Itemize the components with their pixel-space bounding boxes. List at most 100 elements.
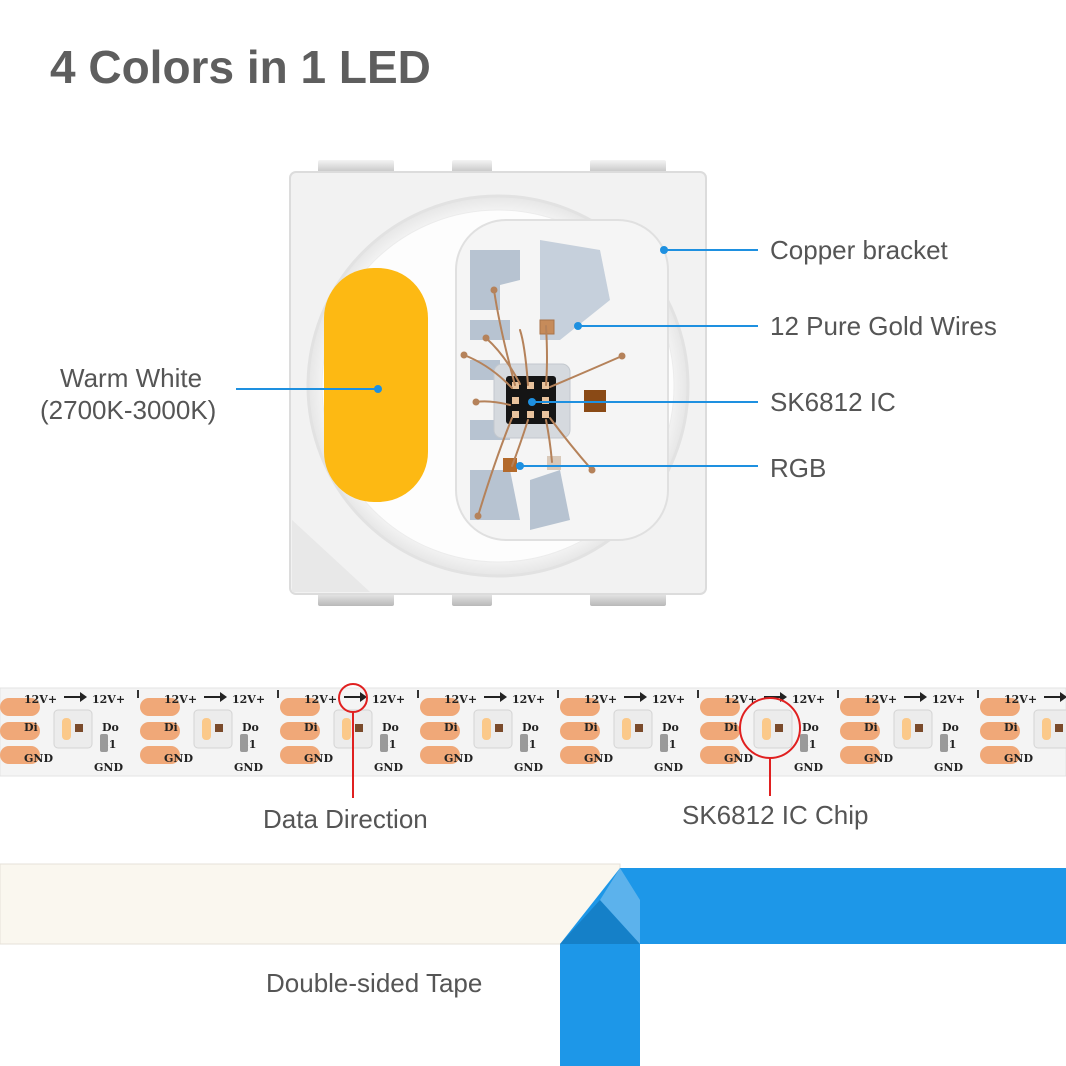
strip-led-warm [62, 718, 71, 740]
callout-dot-ic [528, 398, 536, 406]
copper-pad [420, 746, 460, 764]
strip-led-warm [202, 718, 211, 740]
pad-label-gnd: GND [654, 761, 683, 774]
copper-pad [140, 698, 180, 716]
pad-label-do: Do [102, 721, 119, 734]
tape-blue-film [560, 868, 1066, 1066]
copper-pad [980, 722, 1020, 740]
strip-led-ic [1055, 724, 1063, 732]
copper-pad [840, 722, 880, 740]
copper-pad [700, 722, 740, 740]
callout-dot-rgb [516, 462, 524, 470]
tape-liner [0, 863, 621, 945]
pad-label-gnd: GND [374, 761, 403, 774]
pad-label-do: Do [662, 721, 679, 734]
strip-led [473, 709, 513, 749]
copper-pad [420, 698, 460, 716]
copper-pad [700, 746, 740, 764]
pad-label-12v: 12V+ [724, 693, 757, 706]
strip-led [193, 709, 233, 749]
callout-dot-wires [574, 322, 582, 330]
pad-label-12v: 12V+ [24, 693, 57, 706]
ic-label: SK6812 IC [770, 387, 896, 417]
capacitor [380, 734, 388, 752]
strip-led-ic [495, 724, 503, 732]
copper-pad [560, 746, 600, 764]
pad-label-gnd: GND [864, 752, 893, 765]
copper-pad [560, 698, 600, 716]
pad-label-di: Di [24, 721, 38, 734]
pad-label-gnd: GND [444, 752, 473, 765]
copper-pad [280, 722, 320, 740]
pad-label-gnd: GND [794, 761, 823, 774]
capacitor [100, 734, 108, 752]
pad-label-gnd: GND [514, 761, 543, 774]
rgb-label: RGB [770, 453, 827, 483]
arrow-head-icon [920, 692, 927, 702]
copper-pad [0, 698, 40, 716]
pad-label-12v: 12V+ [164, 693, 197, 706]
strip-led-ic [355, 724, 363, 732]
arrow-head-icon [640, 692, 647, 702]
strip-led-warm [762, 718, 771, 740]
arrow-head-icon [360, 692, 367, 702]
pad-label-do: Do [802, 721, 819, 734]
strip-led-ic [75, 724, 83, 732]
led-corner-bevel [292, 520, 370, 592]
tape-label: Double-sided Tape [266, 968, 483, 998]
pad-label-12v: 12V+ [92, 693, 125, 706]
strip-led-warm [342, 718, 351, 740]
copper-pad [980, 746, 1020, 764]
pad-label-do: Do [382, 721, 399, 734]
copper-pad [840, 746, 880, 764]
pad-label-gnd: GND [1004, 752, 1033, 765]
strip-led-warm [482, 718, 491, 740]
arrow-head-icon [220, 692, 227, 702]
strip-led-ic [215, 724, 223, 732]
capacitor [800, 734, 808, 752]
pad-label-12v: 12V+ [932, 693, 965, 706]
pad-label-12v: 12V+ [232, 693, 265, 706]
pad-label-di: Di [304, 721, 318, 734]
pad-label-gnd: GND [164, 752, 193, 765]
strip-led-warm [902, 718, 911, 740]
pad-label-gnd: GND [934, 761, 963, 774]
strip-led-ic [635, 724, 643, 732]
copper-bracket-label: Copper bracket [770, 235, 948, 265]
strip-led-warm [622, 718, 631, 740]
chip-label: SK6812 IC Chip [682, 800, 869, 830]
copper-pad [0, 722, 40, 740]
pad-label-12v: 12V+ [444, 693, 477, 706]
strip-led [53, 709, 93, 749]
pad-label-12v: 12V+ [584, 693, 617, 706]
pad-label-12v: 12V+ [652, 693, 685, 706]
capacitor [520, 734, 528, 752]
capacitor [660, 734, 668, 752]
strip-led [753, 709, 793, 749]
gold-wires [463, 289, 623, 517]
callout-lines [236, 249, 758, 467]
pad-label-di: Di [584, 721, 598, 734]
pad-label-gnd: GND [94, 761, 123, 774]
pad-label-gnd: GND [234, 761, 263, 774]
capacitor [240, 734, 248, 752]
copper-pad [280, 746, 320, 764]
capacitor [940, 734, 948, 752]
warm-white-label: Warm White [60, 363, 203, 393]
page-title: 4 Colors in 1 LED [50, 41, 431, 93]
strip-led-ic [775, 724, 783, 732]
pad-label-12v: 12V+ [372, 693, 405, 706]
pad-label-gnd: GND [304, 752, 333, 765]
copper-pad [980, 698, 1020, 716]
copper-pad [140, 722, 180, 740]
copper-pad [0, 746, 40, 764]
pad-label-12v: 12V+ [864, 693, 897, 706]
pad-label-di: Di [864, 721, 878, 734]
pad-label-di: Di [444, 721, 458, 734]
strip-units: 12V+12V+DiGNDDoC1GND12V+12V+DiGNDDoC1GND… [0, 690, 1066, 774]
pad-label-di: Di [164, 721, 178, 734]
strip-led-ic [915, 724, 923, 732]
pad-label-gnd: GND [24, 752, 53, 765]
pad-label-12v: 12V+ [1004, 693, 1037, 706]
